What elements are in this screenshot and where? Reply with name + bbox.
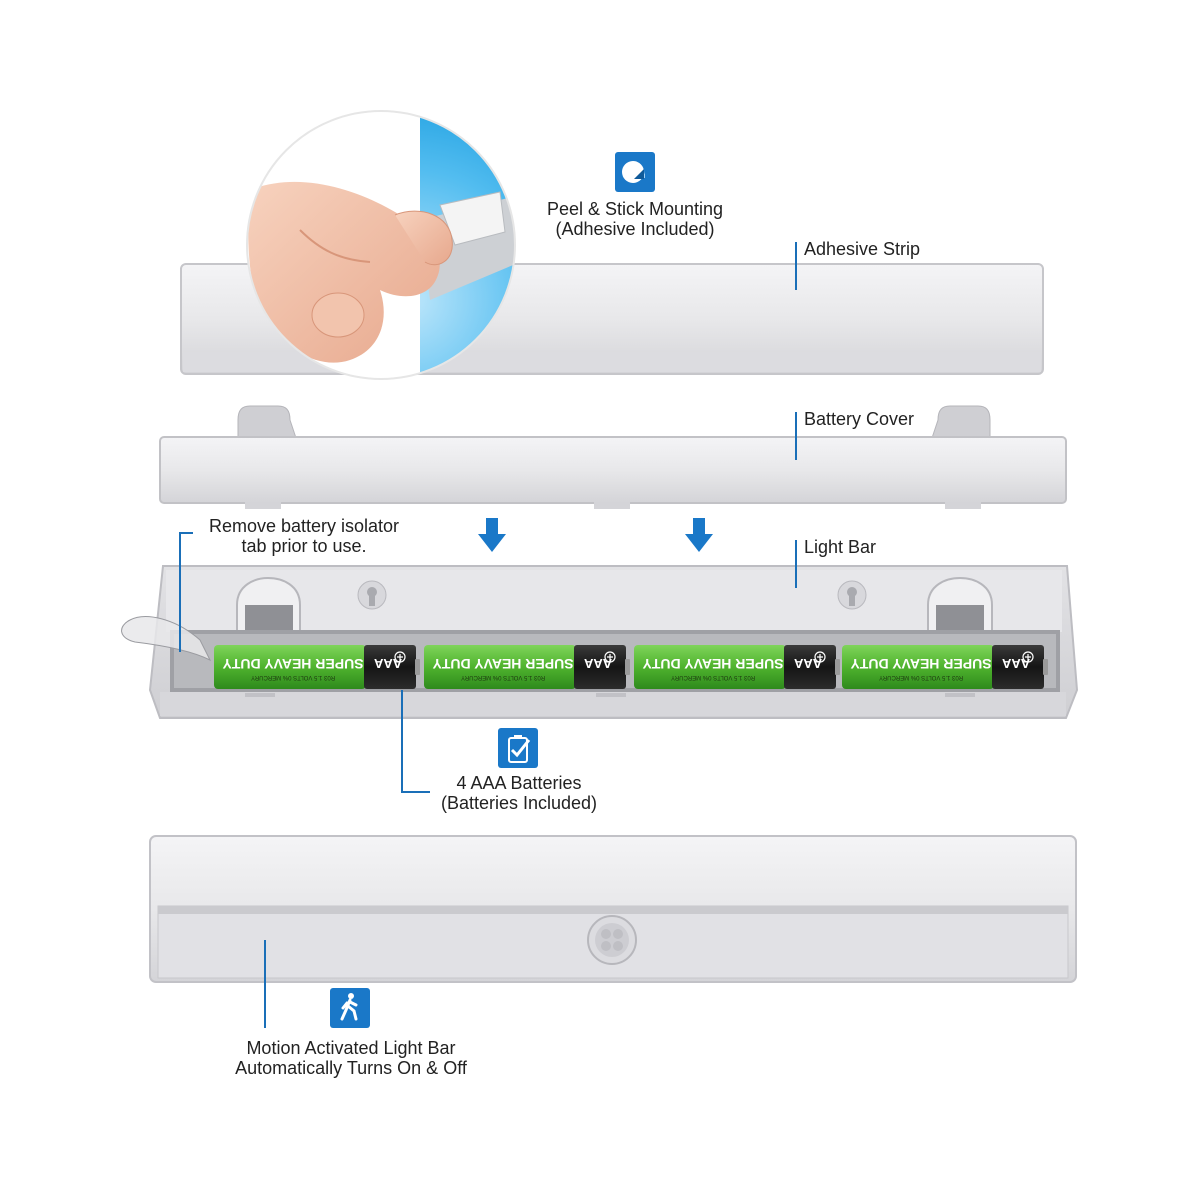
- down-arrow-icon: [685, 518, 713, 552]
- peel-stick-line1: Peel & Stick Mounting: [546, 199, 724, 219]
- light-bar-tray: [148, 565, 1079, 719]
- battery-fine-print: R03 1.5 VOLTS 0% MERCURY: [879, 674, 963, 680]
- motion-line1: Motion Activated Light Bar: [246, 1038, 456, 1058]
- motion-light-bar: [149, 835, 1077, 983]
- motion-line2: Automatically Turns On & Off: [235, 1058, 467, 1078]
- battery-cover-bar: [159, 405, 1067, 509]
- battery-check-icon: [498, 728, 538, 768]
- battery-brand-text: SUPER HEAVY DUTY: [432, 656, 574, 672]
- isolator-tab-line1: Remove battery isolator: [208, 516, 400, 536]
- peel-stick-line2: (Adhesive Included): [555, 219, 715, 239]
- motion-label: Motion Activated Light Bar Automatically…: [210, 1038, 492, 1078]
- walking-person-icon: [330, 988, 370, 1028]
- light-bar-label: Light Bar: [804, 537, 877, 557]
- battery-group: SUPER HEAVY DUTY R03 1.5 VOLTS 0% MERCURY…: [214, 645, 1048, 689]
- battery-fine-print: R03 1.5 VOLTS 0% MERCURY: [671, 674, 755, 680]
- isolator-tab-line2: tab prior to use.: [241, 536, 367, 556]
- peel-stick-label: Peel & Stick Mounting (Adhesive Included…: [530, 199, 740, 239]
- peel-sticker-icon: [615, 152, 655, 192]
- batteries-line2: (Batteries Included): [440, 793, 598, 813]
- battery-brand-text: SUPER HEAVY DUTY: [222, 656, 364, 672]
- battery-size-text: AAA: [373, 656, 402, 671]
- leader-lines: [179, 242, 797, 1028]
- battery-size-text: AAA: [1001, 656, 1030, 671]
- aaa-battery: SUPER HEAVY DUTY R03 1.5 VOLTS 0% MERCURY…: [842, 645, 1048, 689]
- motion-sensor: [587, 915, 637, 965]
- batteries-line1: 4 AAA Batteries: [456, 773, 582, 793]
- isolator-tab: [121, 616, 212, 662]
- battery-size-text: AAA: [793, 656, 822, 671]
- battery-fine-print: R03 1.5 VOLTS 0% MERCURY: [461, 674, 545, 680]
- plus-terminal-icon: [814, 651, 826, 663]
- plus-terminal-icon: [604, 651, 616, 663]
- down-arrow-icon: [478, 518, 506, 552]
- isolator-tab-label: Remove battery isolator tab prior to use…: [196, 516, 412, 556]
- batteries-label: 4 AAA Batteries (Batteries Included): [424, 773, 614, 813]
- battery-size-text: AAA: [583, 656, 612, 671]
- battery-cover-label: Battery Cover: [804, 409, 915, 429]
- adhesive-strip-label: Adhesive Strip: [804, 239, 921, 259]
- inset-ring: [246, 110, 516, 380]
- battery-brand-text: SUPER HEAVY DUTY: [642, 656, 784, 672]
- aaa-battery: SUPER HEAVY DUTY R03 1.5 VOLTS 0% MERCURY…: [424, 645, 630, 689]
- aaa-battery: SUPER HEAVY DUTY R03 1.5 VOLTS 0% MERCURY…: [634, 645, 840, 689]
- plus-terminal-icon: [394, 651, 406, 663]
- battery-brand-text: SUPER HEAVY DUTY: [850, 656, 992, 672]
- aaa-battery: SUPER HEAVY DUTY R03 1.5 VOLTS 0% MERCURY…: [214, 645, 420, 689]
- plus-terminal-icon: [1022, 651, 1034, 663]
- battery-fine-print: R03 1.5 VOLTS 0% MERCURY: [251, 674, 335, 680]
